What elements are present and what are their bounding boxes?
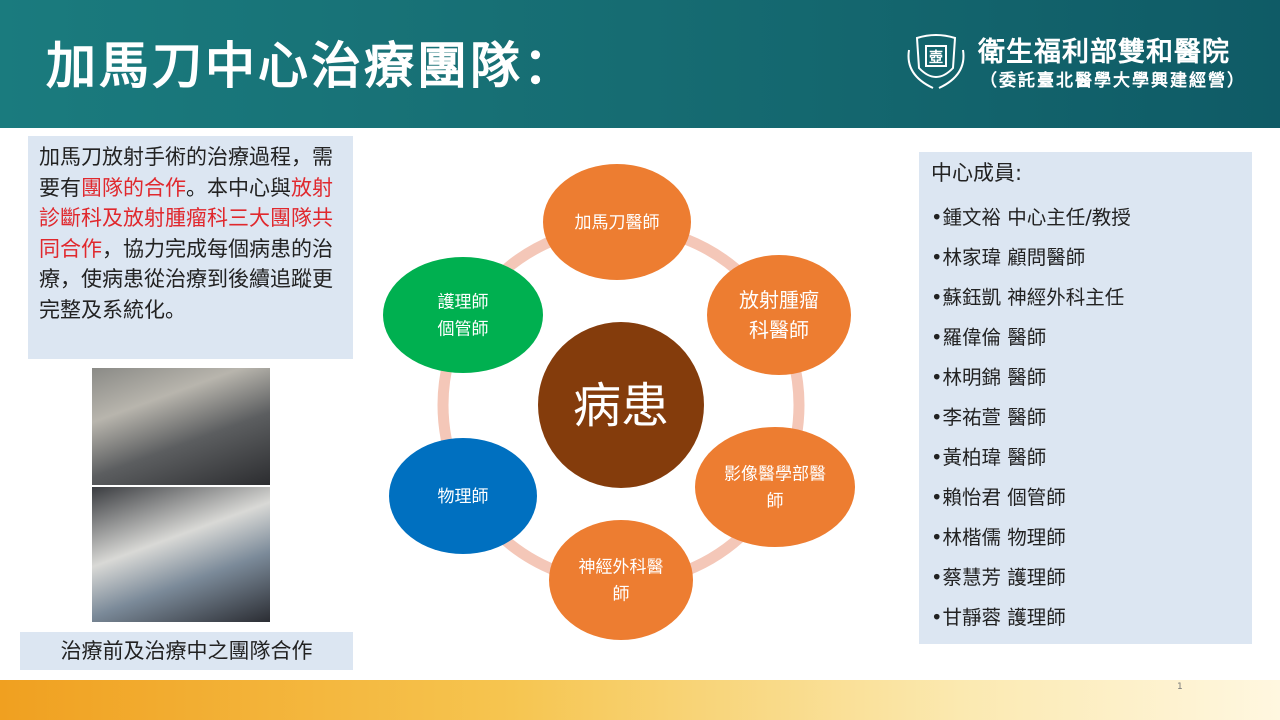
members-list: •鍾文裕 中心主任/教授 •林家瑋 顧問醫師 •蘇鈺凱 神經外科主任 •羅偉倫 醫師 •… [931, 198, 1252, 638]
node-label: 個管師 [438, 319, 489, 339]
node-label: 神經外科醫 [579, 557, 664, 577]
center-patient-node [538, 322, 704, 488]
member-item: •黃柏瑋 醫師 [931, 446, 1047, 469]
hospital-subtitle: （委託臺北醫學大學興建經營） [980, 71, 1246, 91]
member-item: •李祐萱 醫師 [931, 406, 1047, 429]
node-imaging-doctor [695, 427, 855, 547]
node-label: 加馬刀醫師 [575, 213, 660, 233]
member-item: •賴怡君 個管師 [931, 486, 1066, 509]
node-radiation-oncology [707, 255, 851, 375]
description-text: ，協力完成每個病患的治療，使病患從治療到後續追蹤更完整及系統化。 [39, 236, 333, 322]
node-gamma-knife-doctor [543, 164, 691, 280]
page-number: 1 [1177, 682, 1183, 692]
description-text: 加馬刀放射手術的治療過程，需要有 [39, 145, 333, 200]
footer-bar [0, 680, 1280, 720]
node-neurosurgery [549, 520, 693, 640]
member-item: •林明錦 醫師 [931, 366, 1047, 389]
team-photo-treatment [92, 487, 270, 622]
team-photo-meeting [92, 368, 270, 485]
node-label: 放射腫瘤 [739, 288, 819, 312]
description-box: 加馬刀放射手術的治療過程，需要有團隊的合作。本中心與放射診斷科及放射腫瘤科三大團… [28, 136, 353, 359]
description-text: 。本中心與 [186, 175, 291, 200]
header-banner: 加馬刀中心治療團隊： 壺 衛生福利部雙和醫院 （委託臺北醫學大學興建經營） [0, 0, 1280, 128]
members-box: 中心成員: •鍾文裕 中心主任/教授 •林家瑋 顧問醫師 •蘇鈺凱 神經外科主任 •羅… [919, 152, 1252, 644]
member-item: •蔡慧芳 護理師 [931, 566, 1066, 589]
hospital-logo: 壺 [907, 34, 965, 89]
page-title: 加馬刀中心治療團隊： [46, 37, 576, 95]
member-item: •甘靜蓉 護理師 [931, 606, 1066, 629]
center-label: 病患 [573, 378, 669, 434]
node-physicist [389, 438, 537, 554]
node-nurse-case-manager [383, 257, 543, 373]
hospital-name: 衛生福利部雙和醫院 [978, 37, 1230, 68]
member-item: •鍾文裕 中心主任/教授 [931, 206, 1131, 229]
node-label: 科醫師 [749, 318, 809, 342]
node-label: 影像醫學部醫 [724, 464, 826, 484]
members-title: 中心成員: [931, 161, 1023, 185]
node-label: 師 [767, 491, 784, 511]
member-item: •林家瑋 顧問醫師 [931, 246, 1086, 269]
photo-caption: 治療前及治療中之團隊合作 [20, 632, 353, 670]
highlight-text: 放射診斷科及放射腫瘤科三大團隊共同合作 [39, 175, 333, 261]
node-label: 物理師 [438, 487, 489, 507]
member-item: •林楷儒 物理師 [931, 526, 1066, 549]
node-label: 師 [613, 584, 630, 604]
svg-text:壺: 壺 [929, 49, 943, 66]
member-item: •羅偉倫 醫師 [931, 326, 1047, 349]
member-item: •蘇鈺凱 神經外科主任 [931, 286, 1125, 309]
node-label: 護理師 [438, 292, 489, 312]
highlight-text: 團隊的合作 [81, 175, 186, 200]
